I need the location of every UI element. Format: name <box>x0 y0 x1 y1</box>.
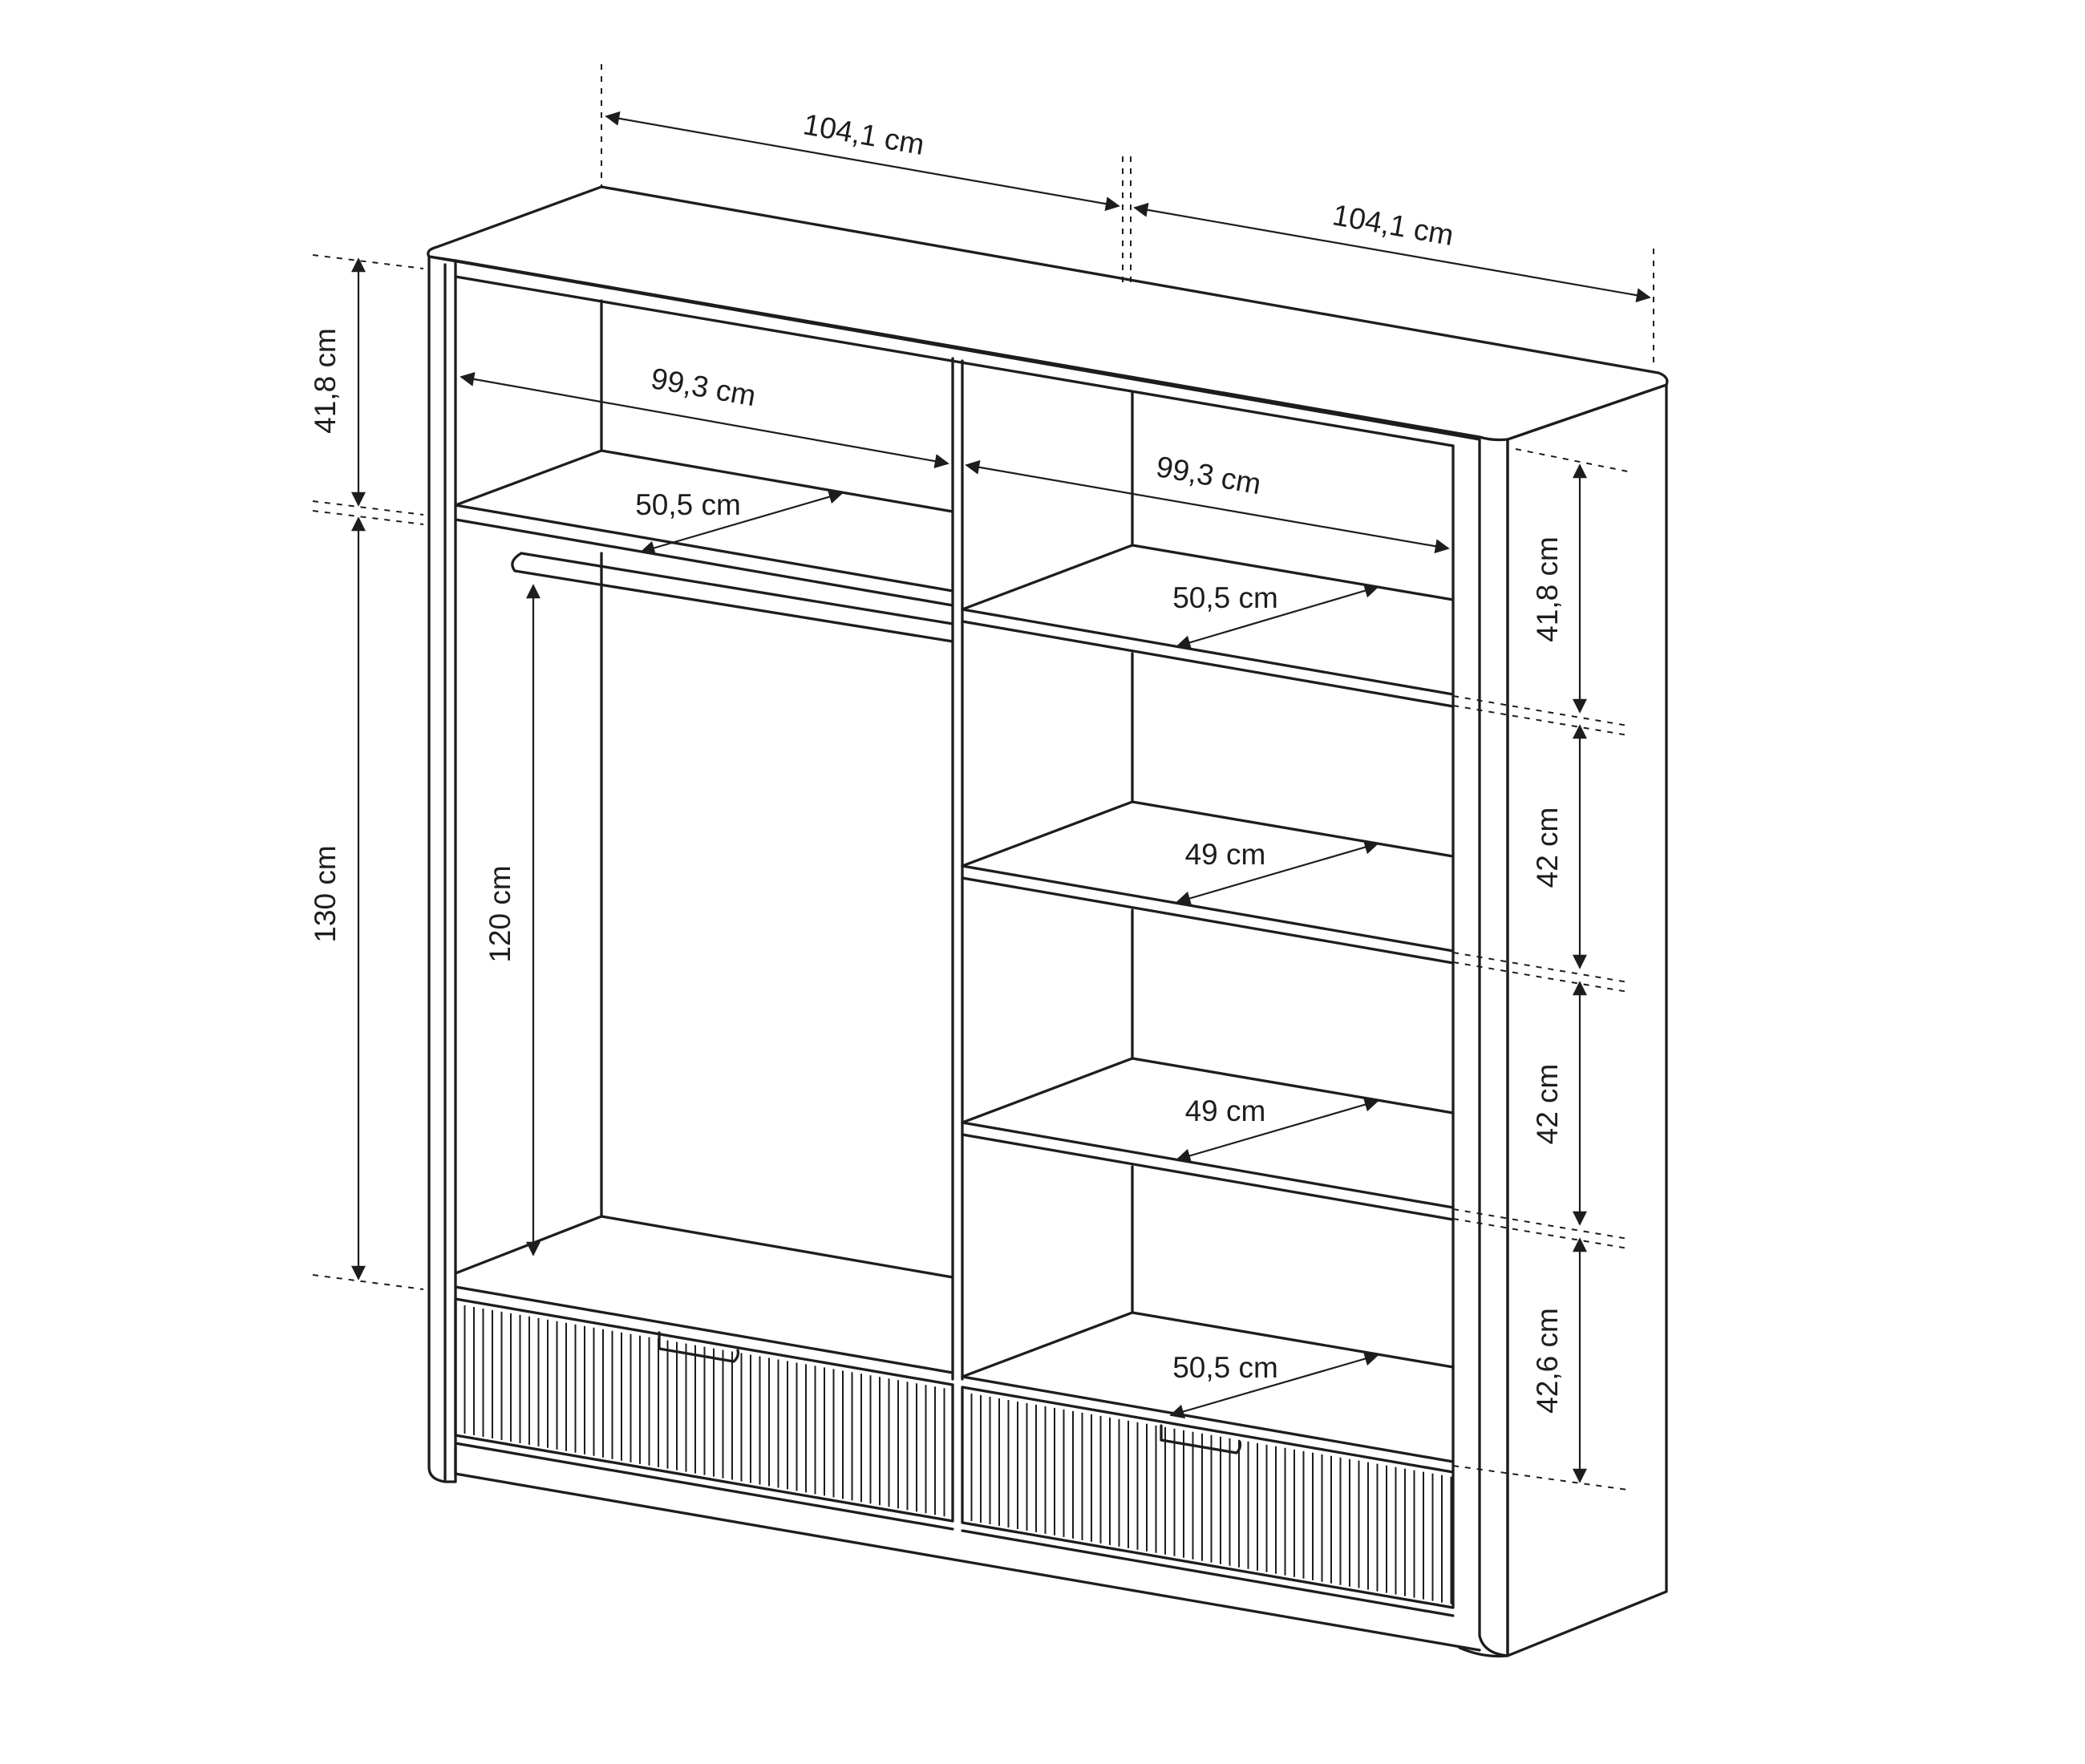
label-depth-right-top: 50,5 cm <box>1172 581 1278 614</box>
right-shelf-3 <box>961 1057 1455 1314</box>
dim-depth-left-top <box>640 489 844 556</box>
right-floor <box>961 1311 1455 1474</box>
drawer-slats <box>464 1305 1452 1604</box>
label-depth-right-mid2: 49 cm <box>1185 1094 1266 1127</box>
label-height-right-4: 42,6 cm <box>1531 1308 1564 1414</box>
top-front-edge <box>427 255 1481 441</box>
label-top-width-right: 104,1 cm <box>1330 198 1456 252</box>
label-height-right-2: 42 cm <box>1531 807 1564 888</box>
dim-top-width-right <box>1133 202 1651 303</box>
drawer-fronts <box>454 1297 1481 1652</box>
label-depth-right-mid1: 49 cm <box>1185 838 1266 871</box>
hanging-rail <box>511 552 954 643</box>
dimension-arrows <box>351 111 1651 1483</box>
label-depth-left-top: 50,5 cm <box>635 488 741 521</box>
label-depth-right-bottom: 50,5 cm <box>1172 1351 1278 1384</box>
drawer-handle-left <box>658 1331 740 1363</box>
wardrobe-body <box>427 185 1669 1658</box>
label-height-left-main: 130 cm <box>309 845 342 942</box>
label-height-right-3: 42 cm <box>1531 1064 1564 1145</box>
label-inner-width-left: 99,3 cm <box>649 362 759 412</box>
label-inner-width-right: 99,3 cm <box>1154 450 1264 500</box>
dim-inner-width-right <box>965 459 1450 554</box>
left-side-panel <box>427 255 457 1483</box>
right-shelf-1 <box>961 544 1455 803</box>
dim-depth-right-mid2 <box>1176 1097 1379 1163</box>
dim-top-width-left <box>605 111 1120 212</box>
right-shelf-2 <box>961 800 1455 1060</box>
dim-inner-width-left <box>460 371 949 469</box>
dim-depth-right-mid1 <box>1176 840 1379 906</box>
label-height-rail: 120 cm <box>484 865 516 962</box>
top-panel <box>427 185 1669 442</box>
dimension-labels: 104,1 cm 104,1 cm 99,3 cm 99,3 cm 50,5 c… <box>309 107 1564 1414</box>
extension-lines <box>312 64 1654 1491</box>
label-height-left-top: 41,8 cm <box>309 328 342 434</box>
dim-depth-right-top <box>1176 583 1379 650</box>
label-height-right-1: 41,8 cm <box>1531 536 1564 642</box>
dim-depth-right-bottom <box>1169 1351 1379 1419</box>
